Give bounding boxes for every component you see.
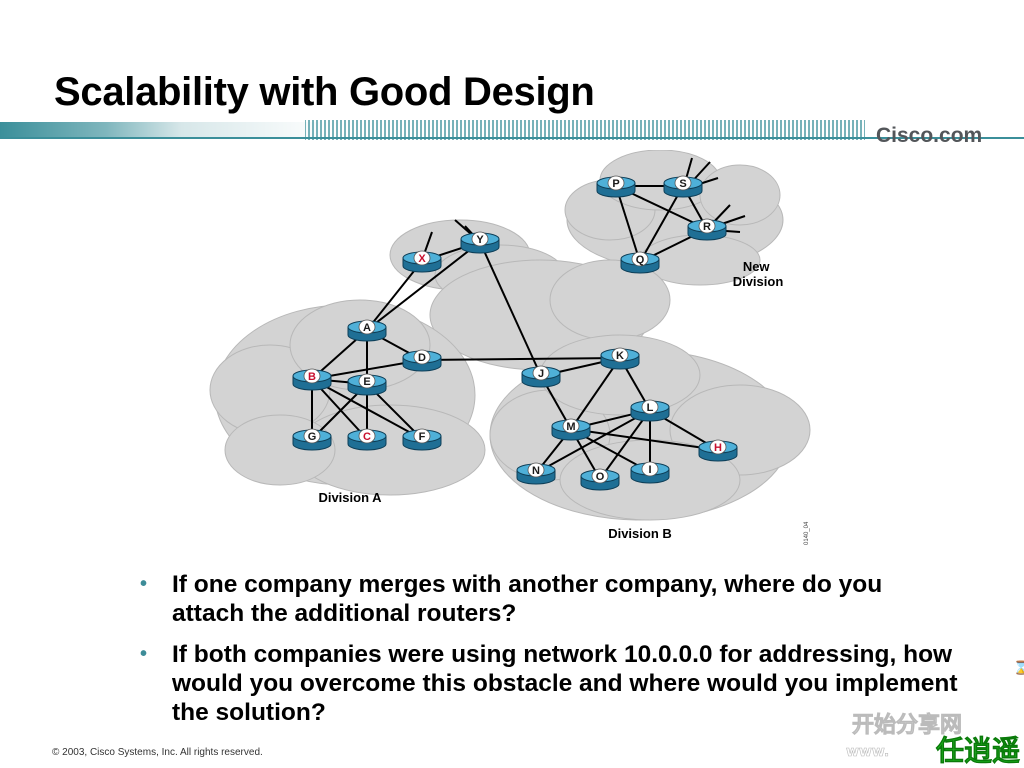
link-p-q <box>615 185 641 263</box>
router-label: J <box>538 368 544 380</box>
router-o-icon: O <box>580 468 620 491</box>
link-d-k <box>421 357 621 361</box>
router-label: D <box>418 352 426 364</box>
router-j-icon: J <box>521 365 561 388</box>
figure-id: 0140_04 <box>804 521 810 545</box>
router-y-icon: Y <box>460 231 500 254</box>
cisco-logo-text: Cisco.com <box>876 124 983 147</box>
bullet-text: If one company merges with another compa… <box>172 571 883 627</box>
bullet-item: • If one company merges with another comp… <box>140 570 960 628</box>
router-label: R <box>703 221 711 233</box>
watermark-line2: www. <box>846 744 889 760</box>
router-i-icon: I <box>630 461 670 484</box>
router-b-icon: B <box>292 368 332 391</box>
link-l-o <box>599 409 651 480</box>
link-x-a <box>366 260 423 331</box>
router-label: L <box>647 402 654 414</box>
bullet-text: If both companies were using network 10.… <box>172 641 958 726</box>
router-e-icon: E <box>347 373 387 396</box>
router-x-icon: X <box>402 250 442 273</box>
slide-title: Scalability with Good Design <box>54 70 595 114</box>
watermark-line1: 开始分享网 <box>852 712 962 738</box>
router-label: G <box>308 431 317 443</box>
bullet-dot: • <box>140 573 148 595</box>
router-s-icon: S <box>663 175 703 198</box>
link-s-q <box>639 185 684 263</box>
router-n-icon: N <box>516 462 556 485</box>
label-division-b: Division B <box>608 526 672 541</box>
router-label: C <box>363 431 371 443</box>
bullet-list: • If one company merges with another comp… <box>140 570 960 739</box>
copyright-notice: © 2003, Cisco Systems, Inc. All rights r… <box>52 747 263 758</box>
router-label: K <box>616 350 624 362</box>
link-k-m <box>570 357 621 430</box>
router-label: F <box>419 431 426 443</box>
router-a-icon: A <box>347 319 387 342</box>
bullet-dot: • <box>140 643 148 665</box>
router-l-icon: L <box>630 399 670 422</box>
router-c-icon: C <box>347 428 387 451</box>
router-q-icon: Q <box>620 251 660 274</box>
router-p-icon: P <box>596 175 636 198</box>
router-label: A <box>363 322 371 334</box>
router-k-icon: K <box>600 347 640 370</box>
router-h-icon: H <box>698 439 738 462</box>
router-label: B <box>308 371 316 383</box>
router-label: P <box>612 178 619 190</box>
bullet-item: • If both companies were using network 10… <box>140 640 960 727</box>
router-label: M <box>566 421 575 433</box>
router-label: S <box>679 178 686 190</box>
router-label: Q <box>636 254 645 266</box>
router-label: O <box>596 471 605 483</box>
router-label: H <box>714 442 722 454</box>
link-m-h <box>570 428 719 451</box>
router-g-icon: G <box>292 428 332 451</box>
router-label: E <box>363 376 370 388</box>
header-rule <box>0 120 1024 140</box>
label-new-division: New Division <box>733 259 784 289</box>
watermark-line3: 任逍遥 <box>935 734 1020 767</box>
link-y-j <box>479 241 542 377</box>
watermark: 开始分享网 www. 任逍遥 <box>846 712 1021 768</box>
router-m-icon: M <box>551 418 591 441</box>
hourglass-icon: ⌛ <box>1013 660 1024 675</box>
router-d-icon: D <box>402 349 442 372</box>
router-label: X <box>418 253 426 265</box>
label-division-a: Division A <box>318 490 382 505</box>
router-label: N <box>532 465 540 477</box>
network-diagram: P S R Q X Y A D B E G C F J K L M H N O I New Division Divis… <box>209 150 811 545</box>
router-r-icon: R <box>687 218 727 241</box>
cloud-division-b <box>489 334 811 521</box>
link-y-a <box>366 241 481 331</box>
router-label: I <box>648 464 651 476</box>
router-label: Y <box>476 234 484 246</box>
router-f-icon: F <box>402 428 442 451</box>
